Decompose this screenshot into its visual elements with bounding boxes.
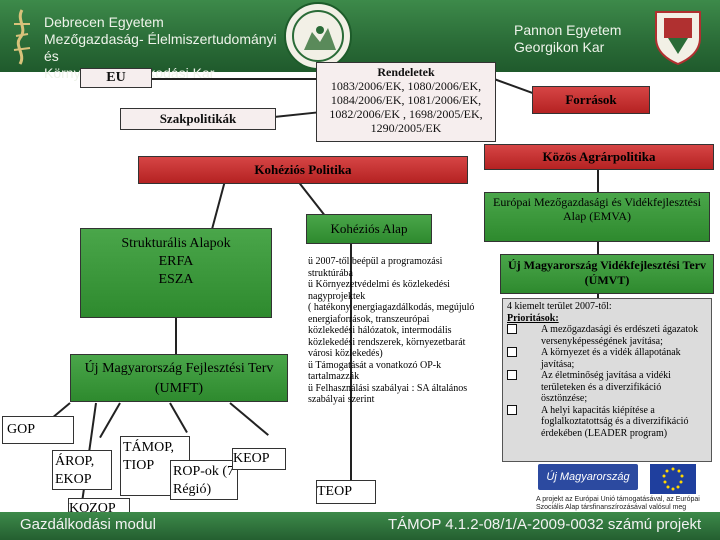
checkbox-bullet-icon <box>507 404 517 415</box>
strukturalis-item-erfa: ERFA <box>158 254 194 269</box>
teop-label: TEOP <box>317 484 352 499</box>
footer-left-text: Gazdálkodási modul <box>20 516 156 533</box>
umvt-priority-item: A környezet és a vidék állapotának javít… <box>507 347 707 370</box>
umvt-priority-item: Az életminőség javítása a vidéki terület… <box>507 370 707 405</box>
umvt-box: Új Magyarország Vidékfejlesztési Terv (Ú… <box>500 254 714 294</box>
connector-umft-keop <box>229 402 269 436</box>
debrecen-logo-icon <box>6 6 40 68</box>
umft-label: Új Magyarország Fejlesztési Terv (UMFT) <box>84 361 274 396</box>
rendeletek-body: 1083/2006/EK, 1080/2006/EK, 1084/2006/EK… <box>329 79 483 135</box>
eu-box: EU <box>80 68 152 88</box>
umvt-priority-item: A mezőgazdasági és erdészeti ágazatok ve… <box>507 324 707 347</box>
kohezios-note-1: ü 2007-től beépül a programozási struktú… <box>308 256 443 279</box>
kohezios-note-3: ( hatékony energiagazdálkodás, megújuló … <box>308 302 475 359</box>
kohezios-alap-notes: ü 2007-től beépül a programozási struktú… <box>308 256 476 406</box>
right-title-line-1: Pannon Egyetem <box>514 22 622 38</box>
arop-ekop-box: ÁROP, EKOP <box>52 450 112 490</box>
umvt-priorities-box: 4 kiemelt terület 2007-től: Prioritások:… <box>502 298 712 462</box>
umvt-intro: 4 kiemelt terület 2007-től: <box>507 301 612 312</box>
uj-magyarorszag-logo: Új Magyarország <box>538 464 638 490</box>
gop-label: GOP <box>7 422 36 437</box>
right-institution-title: Pannon Egyetem Georgikon Kar <box>514 22 634 56</box>
footer-right-text: TÁMOP 4.1.2-08/1/A-2009-0032 számú proje… <box>388 516 702 533</box>
umvt-label: Új Magyarország Vidékfejlesztési Terv (Ú… <box>507 258 707 287</box>
rop-label: ROP-ok (7 Régió) <box>173 464 235 497</box>
kohezios-alap-box: Kohéziós Alap <box>306 214 432 244</box>
shield-crest-icon <box>650 8 706 66</box>
umft-box: Új Magyarország Fejlesztési Terv (UMFT) <box>70 354 288 402</box>
uj-magyarorszag-label: Új Magyarország <box>546 471 630 483</box>
kohezios-politika-box: Kohéziós Politika <box>138 156 468 184</box>
kohezios-note-2: ü Környezetvédelmi és közlekedési nagypr… <box>308 279 450 302</box>
keop-label: KEOP <box>233 451 270 466</box>
forrasok-box: Források <box>532 86 650 114</box>
rendeletek-title: Rendeletek <box>377 65 435 79</box>
seal-logo-icon <box>284 2 352 70</box>
checkbox-bullet-icon <box>507 324 517 334</box>
emva-label: Európai Mezőgazdasági és Vidékfejlesztés… <box>493 195 701 223</box>
tamop-tiop-box: TÁMOP, TIOP <box>120 436 190 496</box>
rendeletek-box: Rendeletek 1083/2006/EK, 1080/2006/EK, 1… <box>316 62 496 142</box>
checkbox-bullet-icon <box>507 370 517 380</box>
rop-box: ROP-ok (7 Régió) <box>170 460 238 500</box>
keop-box: KEOP <box>232 448 286 470</box>
eu-flag-icon <box>650 464 696 494</box>
eu-label: EU <box>106 70 126 85</box>
teop-box: TEOP <box>316 480 376 504</box>
connector-umft-arop <box>99 402 121 439</box>
szakpolitikak-label: Szakpolitikák <box>159 111 237 126</box>
kohezios-politika-label: Kohéziós Politika <box>254 162 352 177</box>
connector-eu-rendeletek <box>150 78 318 80</box>
umvt-priorities-label: Prioritások: <box>507 312 559 324</box>
kohezios-note-4: ü Támogatását a vonatkozó OP-k tartalmaz… <box>308 359 442 383</box>
kohezios-note-5: ü Felhasználási szabályai : SA általános… <box>308 382 468 406</box>
emva-box: Európai Mezőgazdasági és Vidékfejlesztés… <box>484 192 710 242</box>
left-title-line-2: Mezőgazdaság- Élelmiszertudományi és <box>44 31 277 64</box>
kohezios-alap-label: Kohéziós Alap <box>330 221 408 236</box>
left-title-line-1: Debrecen Egyetem <box>44 14 164 30</box>
kozos-agrarpolitika-box: Közös Agrárpolitika <box>484 144 714 170</box>
tamop-tiop-label: TÁMOP, TIOP <box>123 440 174 473</box>
checkbox-bullet-icon <box>507 347 517 357</box>
strukturalis-alapok-title: Strukturális Alapok <box>121 236 231 251</box>
kozos-agrarpolitika-label: Közös Agrárpolitika <box>542 149 656 164</box>
eu-support-caption: A projekt az Európai Unió támogatásával,… <box>536 496 700 511</box>
connector-alap-teop <box>350 244 352 480</box>
right-title-line-2: Georgikon Kar <box>514 39 605 55</box>
szakpolitikak-box: Szakpolitikák <box>120 108 276 130</box>
connector-umft-tamop <box>169 402 188 433</box>
footer-bar: Gazdálkodási modul TÁMOP 4.1.2-08/1/A-20… <box>0 512 720 540</box>
connector-szakpol-rendeletek <box>273 111 320 118</box>
strukturalis-item-esza: ESZA <box>158 272 194 287</box>
connector-kohezios-strukturalis <box>210 176 227 232</box>
arop-ekop-label: ÁROP, EKOP <box>55 454 95 487</box>
connector-strukturalis-umft <box>175 317 177 357</box>
umvt-priority-item: A helyi kapacitás kiépítése a foglalkozt… <box>507 404 707 440</box>
gop-box: GOP <box>2 416 74 444</box>
strukturalis-alapok-box: Strukturális Alapok ERFA ESZA <box>80 228 272 318</box>
forrasok-label: Források <box>565 92 617 107</box>
